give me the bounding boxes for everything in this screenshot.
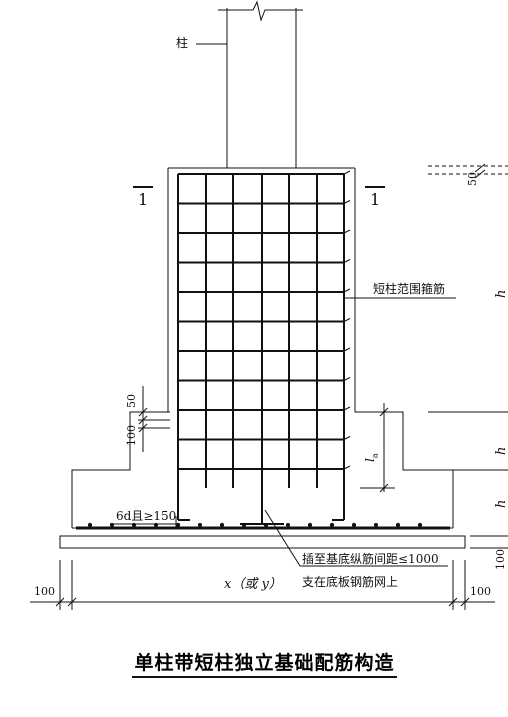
- label-column: 柱: [176, 36, 189, 50]
- tick-100-left: [138, 423, 148, 433]
- tick-la-top: [379, 407, 389, 417]
- tick-50-left-b: [138, 415, 148, 425]
- label-100-left: 100: [125, 425, 138, 446]
- stirrup-hook-tick: [343, 229, 351, 234]
- title-underline: [132, 676, 397, 678]
- base-bar-dot: [241, 522, 247, 528]
- stirrup-hook-tick: [343, 200, 351, 204]
- tick-la-bottom: [379, 483, 389, 493]
- base-bar-dot: [197, 522, 203, 528]
- tick-b4: [460, 597, 470, 607]
- base-bar-dot: [285, 522, 291, 528]
- label-note-line2: 支在底板钢筋网上: [302, 575, 399, 589]
- base-bar-dot: [153, 522, 159, 528]
- label-h1: h: [494, 499, 508, 508]
- label-la: la: [363, 453, 380, 462]
- label-stirrups: 短柱范围箍筋: [373, 282, 446, 296]
- stirrup-hook-tick: [343, 288, 351, 293]
- base-bar-dot: [263, 522, 269, 528]
- drawing-title: 单柱带短柱独立基础配筋构造: [134, 652, 395, 674]
- tick-50-left-a: [138, 407, 148, 417]
- label-50-right: 50: [466, 172, 479, 186]
- stirrup-hook-tick: [343, 465, 351, 470]
- stirrup-hook-tick: [343, 170, 351, 175]
- base-bar-dot: [219, 522, 225, 528]
- tick-50-right-b: [474, 169, 486, 179]
- stirrup-hook-tick: [343, 318, 351, 322]
- label-100-bottom-left: 100: [34, 585, 55, 598]
- rebar-cage: [76, 170, 450, 530]
- pedestal-outline-right: [354, 168, 454, 528]
- stirrup-hook-tick: [343, 347, 351, 352]
- tick-b2: [67, 597, 77, 607]
- pedestal-outline-left: [71, 168, 169, 528]
- base-bar-dot: [109, 522, 115, 528]
- stirrup-hook-tick: [343, 259, 351, 263]
- base-bar-dot: [87, 522, 93, 528]
- stirrup-hook-tick: [343, 377, 351, 381]
- base-bar-dot: [373, 522, 379, 528]
- label-section-right: 1: [370, 190, 381, 209]
- base-bar-dot: [131, 522, 137, 528]
- tick-b3: [448, 597, 458, 607]
- label-section-left: 1: [138, 190, 149, 209]
- base-bar-dot: [329, 522, 335, 528]
- base-bar-dot: [395, 522, 401, 528]
- break-line: [218, 0, 303, 22]
- base-bar-dot: [175, 522, 181, 528]
- tick-50-right-a: [474, 163, 486, 173]
- label-100-right-vert: 100: [494, 549, 507, 570]
- label-h-dz: h: [494, 289, 508, 298]
- label-note-line1: 插至基底纵筋间距≤1000: [302, 552, 439, 566]
- label-50-left: 50: [125, 394, 138, 408]
- base-bar-dot: [307, 522, 313, 528]
- blinding-layer: [59, 535, 466, 549]
- base-bar-dot: [417, 522, 423, 528]
- label-x-or-y: x（或 y）: [224, 577, 282, 592]
- stirrup-hook-tick: [343, 406, 351, 411]
- label-6d: 6d且≥150: [116, 509, 177, 523]
- label-100-bottom-right: 100: [470, 585, 491, 598]
- stirrup-hook-tick: [343, 436, 351, 440]
- label-h2: h: [494, 446, 508, 455]
- base-bar-dot: [351, 522, 357, 528]
- tick-b1: [55, 597, 65, 607]
